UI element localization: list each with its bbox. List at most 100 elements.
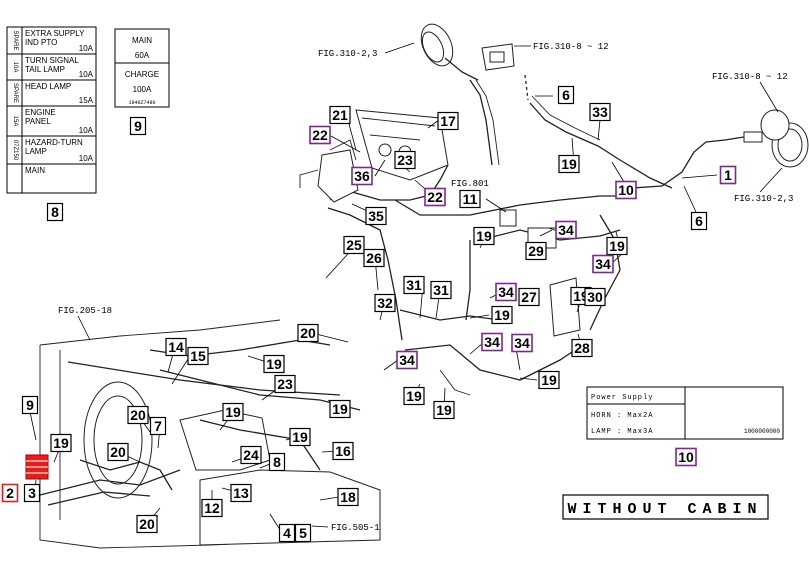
callout-box <box>538 370 560 390</box>
callout-number: 19 <box>609 238 625 254</box>
callout-4: 4 <box>278 523 296 543</box>
fuse-row-side-label: 10A <box>12 62 18 73</box>
callout-number: 6 <box>695 213 703 229</box>
callout-19: 19 <box>538 370 560 390</box>
fuse-row-line1: HAZARD-TURN <box>25 138 83 147</box>
callout-number: 35 <box>368 208 384 224</box>
callout-number: 29 <box>528 243 544 259</box>
callout-number: 13 <box>233 485 249 501</box>
callout-25: 25 <box>343 235 365 255</box>
callout-number: 19 <box>406 388 422 404</box>
callout-number: 2 <box>6 485 14 501</box>
callout-34: 34 <box>495 282 517 302</box>
callout-number: 22 <box>312 127 328 143</box>
callout-number: 9 <box>134 118 142 134</box>
fuse-row-amp: 10A <box>79 154 94 163</box>
callout-number: 20 <box>139 516 155 532</box>
callout-34: 34 <box>396 350 418 370</box>
callout-box <box>309 125 331 145</box>
callout-19: 19 <box>473 226 495 246</box>
callout-23: 23 <box>274 374 296 394</box>
fuse-row-line2: LAMP <box>25 147 47 156</box>
without-cabin-label: WITHOUT CABIN <box>562 494 769 520</box>
callout-box <box>606 236 628 256</box>
callout-number: 21 <box>332 107 348 123</box>
callout-9: 9 <box>21 395 39 415</box>
callout-number: 19 <box>561 156 577 172</box>
callout-box <box>165 337 187 357</box>
callout-number: 31 <box>433 282 449 298</box>
fuse-row-side-label: SPARE <box>12 83 18 103</box>
fig-ref-310-2-3-top: FIG.310-2,3 <box>318 49 377 59</box>
callout-19: 19 <box>433 400 455 420</box>
callout-number: 4 <box>283 525 291 541</box>
callout-number: 19 <box>53 435 69 451</box>
callout-number: 19 <box>541 372 557 388</box>
callout-number: 6 <box>562 87 570 103</box>
fuse-row-line1: TURN SIGNAL <box>25 56 79 65</box>
callout-19: 19 <box>606 236 628 256</box>
callout-19: 19 <box>491 305 513 325</box>
callout-box <box>1 483 19 503</box>
callout-number: 34 <box>514 335 530 351</box>
callout-30: 30 <box>584 287 606 307</box>
callout-box <box>459 189 481 209</box>
callout-number: 5 <box>299 525 307 541</box>
callout-number: 25 <box>346 237 362 253</box>
callout-number: 36 <box>354 168 370 184</box>
callout-number: 34 <box>399 352 415 368</box>
callout-19: 19 <box>403 386 425 406</box>
callout-23: 23 <box>394 150 416 170</box>
callout-box <box>571 338 593 358</box>
callout-8: 8 <box>268 452 286 472</box>
callout-box <box>129 116 147 136</box>
callout-20: 20 <box>136 514 158 534</box>
callout-number: 34 <box>484 334 500 350</box>
callout-19: 19 <box>289 427 311 447</box>
callout-22: 22 <box>309 125 331 145</box>
callout-box <box>149 416 167 436</box>
power-supply-table: Power Supply HORN : Max2A LAMP : Max3A 1… <box>586 386 784 440</box>
callout-1: 1 <box>719 165 737 185</box>
fuse-row-side-label: 07Z150 <box>12 140 18 161</box>
callout-16: 16 <box>332 441 354 461</box>
callout-19: 19 <box>329 399 351 419</box>
callout-24: 24 <box>240 445 262 465</box>
callout-box <box>201 498 223 518</box>
callout-20: 20 <box>127 405 149 425</box>
callout-box <box>263 354 285 374</box>
callout-number: 12 <box>204 500 220 516</box>
fig-ref-310-8-12-right: FIG.310-8 ~ 12 <box>712 72 788 82</box>
callout-box <box>473 226 495 246</box>
callout-box <box>50 433 72 453</box>
callout-box <box>337 487 359 507</box>
callout-number: 14 <box>168 339 184 355</box>
power-supply-lamp: LAMP : Max3A <box>591 428 653 436</box>
fig-ref-801: FIG.801 <box>451 179 489 189</box>
callout-number: 16 <box>335 443 351 459</box>
callout-box <box>589 102 611 122</box>
callout-box <box>351 166 373 186</box>
callout-box <box>274 374 296 394</box>
callout-box <box>329 399 351 419</box>
callout-number: 10 <box>678 449 694 465</box>
callout-10: 10 <box>675 447 697 467</box>
callout-number: 19 <box>332 401 348 417</box>
main-fuse-main-label: MAIN <box>132 36 152 45</box>
callout-number: 19 <box>476 228 492 244</box>
callout-box <box>437 111 459 131</box>
callout-number: 27 <box>521 289 537 305</box>
callout-11: 11 <box>459 189 481 209</box>
callout-box <box>396 350 418 370</box>
callout-number: 7 <box>154 418 162 434</box>
callout-box <box>230 483 252 503</box>
callout-number: 34 <box>595 256 611 272</box>
callout-box <box>268 452 286 472</box>
callout-12: 12 <box>201 498 223 518</box>
battery-part <box>25 454 49 480</box>
callout-box <box>278 523 296 543</box>
callout-box <box>511 333 533 353</box>
callout-26: 26 <box>363 248 385 268</box>
callout-box <box>491 305 513 325</box>
